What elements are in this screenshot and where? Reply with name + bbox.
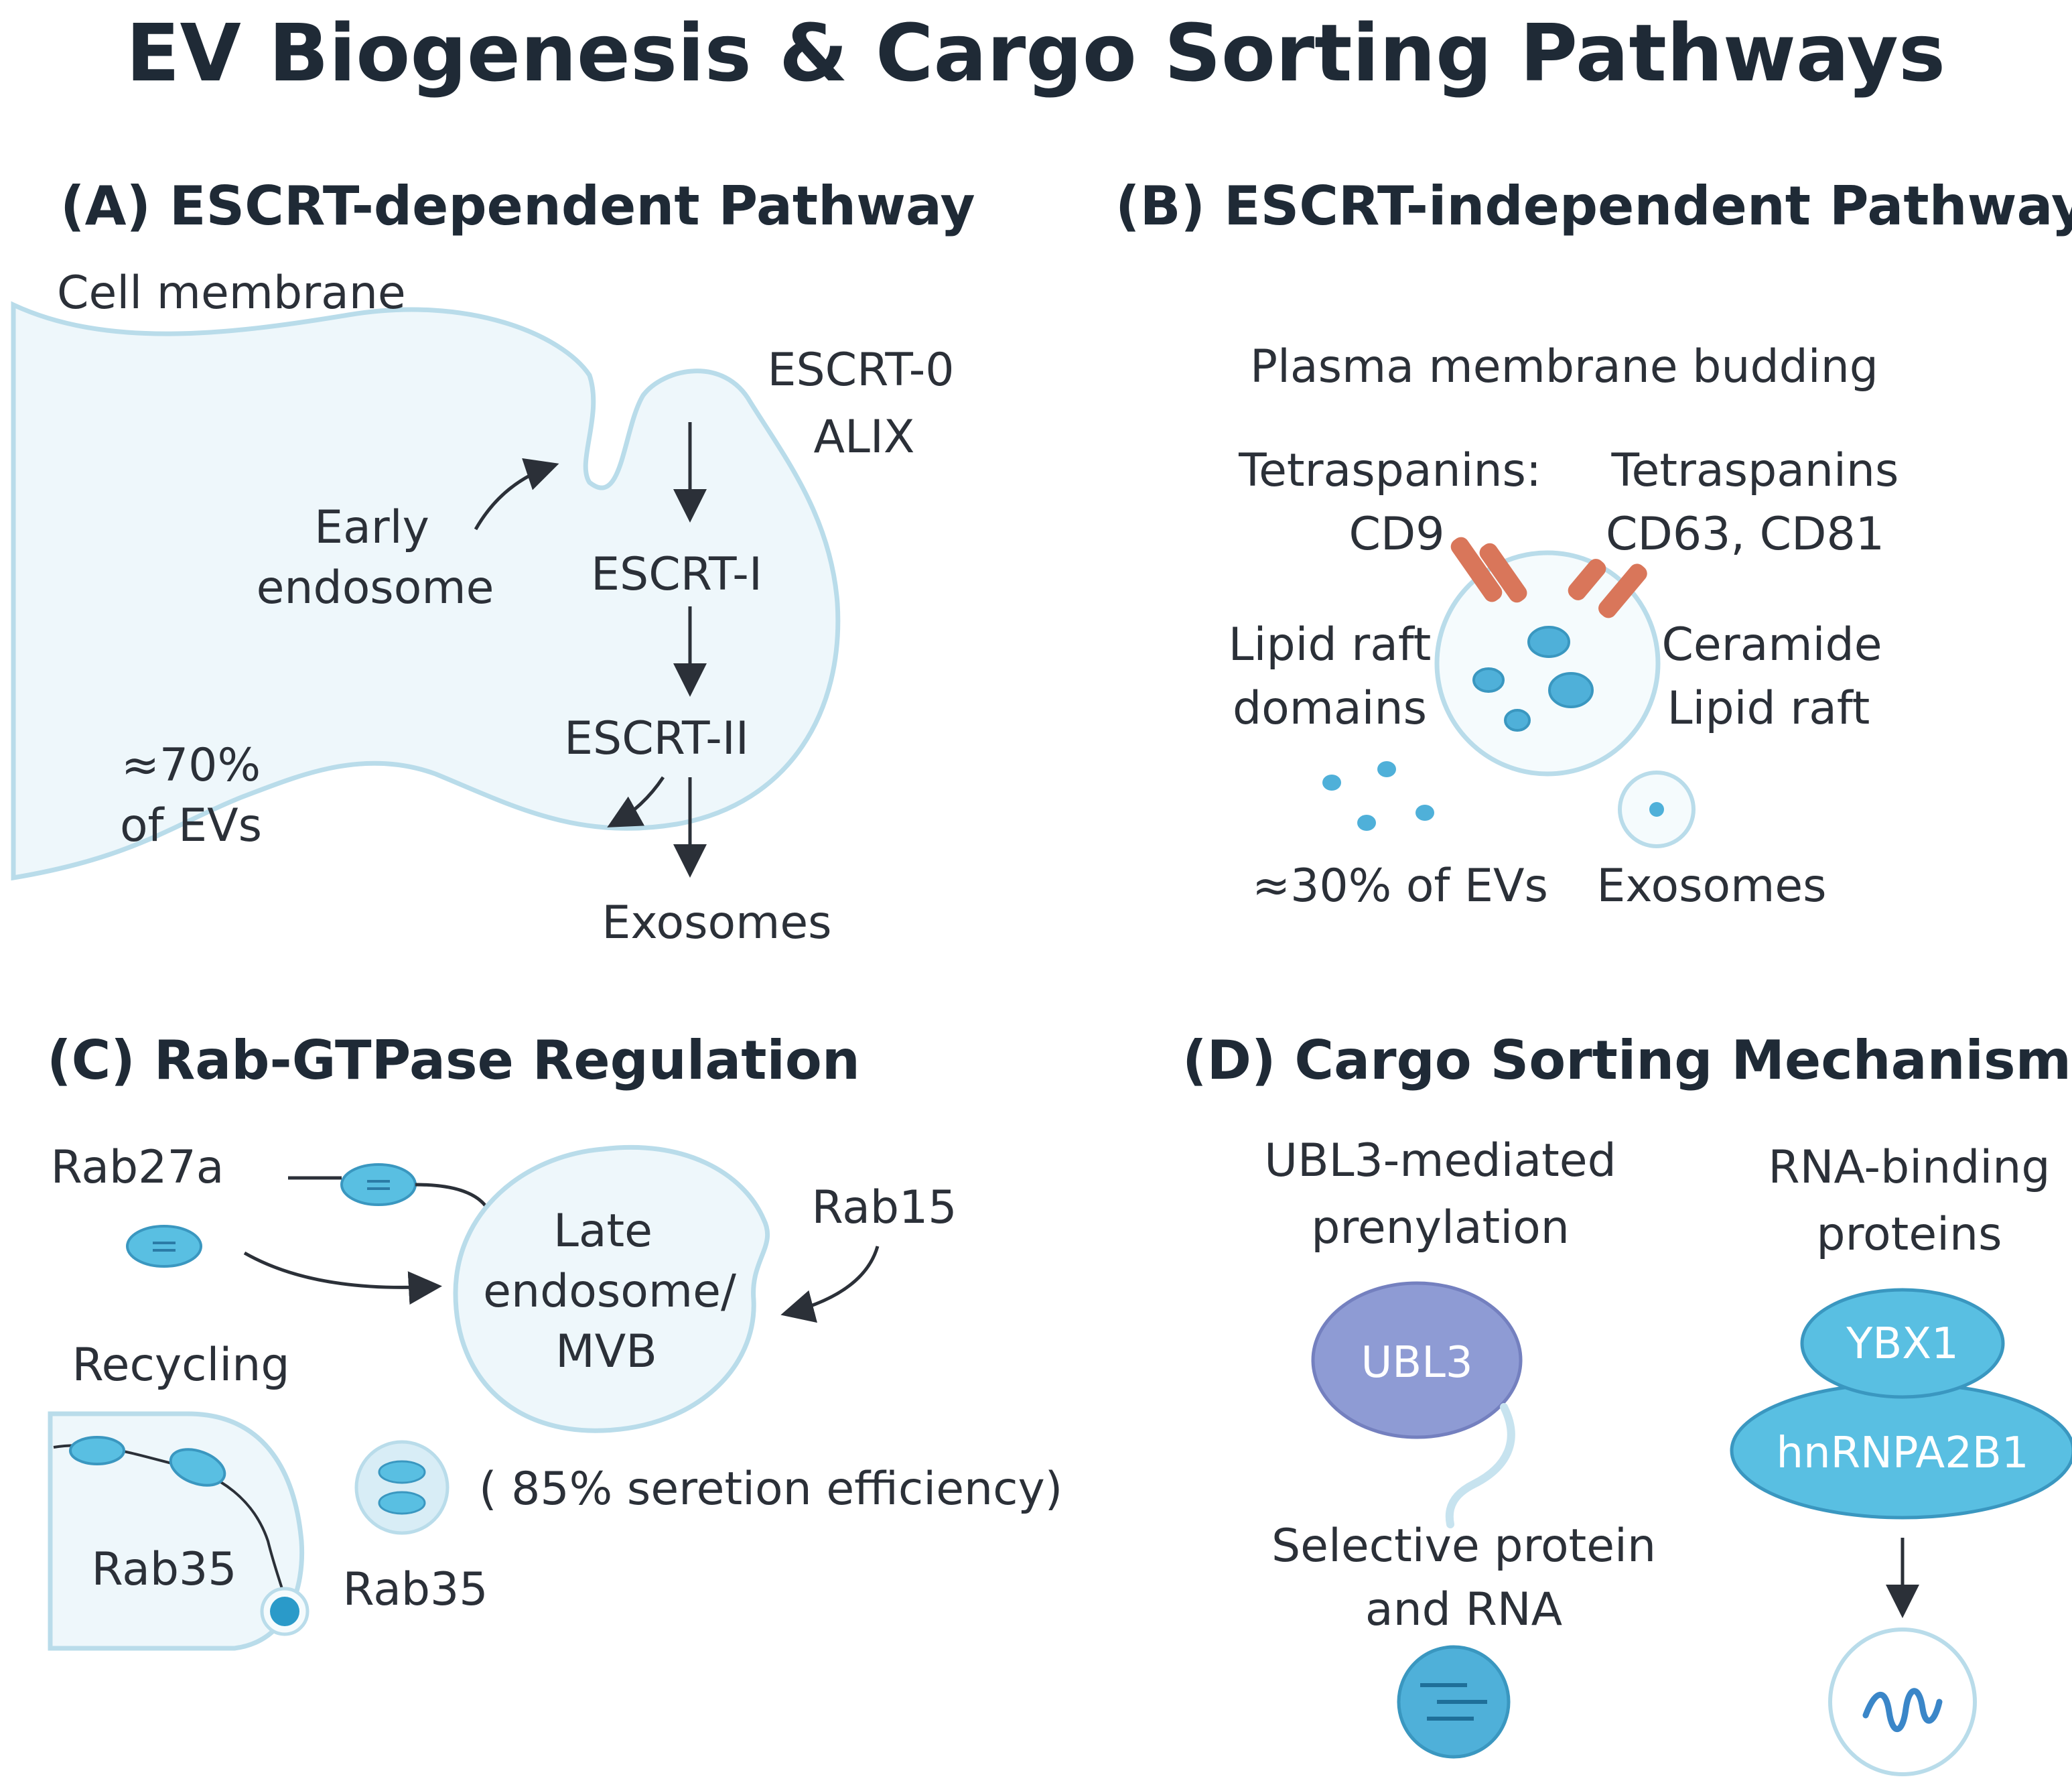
- ev-dot: [1322, 775, 1341, 791]
- plasma-budding-label: Plasma membrane budding: [1250, 340, 1878, 393]
- selective-protein-label: Selective protein: [1271, 1520, 1656, 1573]
- escrt1-label: ESCRT-I: [591, 548, 762, 601]
- rab15-label: Rab15: [811, 1181, 957, 1234]
- arrow-escrt2-side: [607, 776, 665, 827]
- escrt0-label: ESCRT-0: [767, 344, 954, 397]
- recycling-compartment: [48, 1411, 305, 1651]
- early-label: Early: [314, 501, 429, 554]
- exosomes-a-label: Exosomes: [602, 897, 831, 949]
- arrow-early-endosome: [474, 458, 559, 531]
- secretion-vesicle: [354, 1440, 450, 1535]
- prenylation-label: prenylation: [1311, 1201, 1570, 1254]
- cd63-cd81-label: CD63, CD81: [1606, 508, 1884, 561]
- rab35-label-2: Rab35: [342, 1563, 488, 1616]
- lipid-raft-label: Lipid raft: [1229, 618, 1432, 671]
- rna-strand-icon: [1862, 1688, 1943, 1733]
- vesicle-cargo-dot: [1548, 672, 1594, 708]
- panel-c-title: (C) Rab-GTPase Regulation: [47, 1029, 860, 1091]
- ubl3-protein: [1311, 1281, 1523, 1439]
- arrow-rab15-to-mvb: [780, 1246, 880, 1323]
- ev-dot: [1415, 805, 1434, 821]
- panel-a-title: (A) ESCRT-dependent Pathway: [60, 175, 975, 237]
- rna-binding-label: RNA-binding: [1768, 1141, 2050, 1194]
- and-rna-label: and RNA: [1365, 1583, 1562, 1636]
- rab27a-label: Rab27a: [51, 1141, 224, 1194]
- rab35-label-1: Rab35: [91, 1543, 236, 1596]
- exosome-core-dot: [1649, 802, 1664, 817]
- secretion-efficiency-label: ( 85% seretion efficiency): [479, 1463, 1062, 1516]
- hnrnpa2b1-label: hnRNPA2B1: [1776, 1429, 2028, 1478]
- cell-membrane-shape: [11, 301, 841, 881]
- rab35-bud-core: [270, 1597, 299, 1626]
- tetraspanin-cd63-marker: [1568, 559, 1606, 600]
- panel-b: (B) ESCRT-independent Pathway Plasma mem…: [1115, 175, 2072, 913]
- panel-d: (D) Cargo Sorting Mechanisms UBL3-mediat…: [1182, 1029, 2072, 1776]
- rab27a-vesicle: [126, 1225, 202, 1268]
- late-label: Late: [553, 1205, 652, 1258]
- ubl3-mediated-label: UBL3-mediated: [1264, 1134, 1616, 1187]
- pct-30-label: ≈30% of EVs: [1252, 860, 1548, 913]
- vesicle-cargo-dot: [1504, 709, 1531, 732]
- endosome-c-label: endosome/: [483, 1265, 736, 1318]
- cd9-label: CD9: [1349, 508, 1444, 561]
- ev-dot: [1357, 815, 1376, 831]
- panel-a: (A) ESCRT-dependent Pathway Cell membran…: [11, 175, 975, 949]
- arrow-rab27a-to-mvb: [243, 1251, 442, 1305]
- ubl3-label: UBL3: [1361, 1338, 1472, 1388]
- main-title: EV Biogenesis & Cargo Sorting Pathways: [126, 7, 1945, 99]
- tetraspanin-cd81-marker: [1598, 563, 1647, 618]
- ybx1-protein: [1800, 1288, 2005, 1399]
- proteins-label: proteins: [1816, 1208, 2002, 1261]
- panel-b-title: (B) ESCRT-independent Pathway: [1115, 175, 2072, 237]
- recycling-label: Recycling: [72, 1339, 289, 1392]
- secretion-cargo: [378, 1460, 426, 1484]
- escrt2-label: ESCRT-II: [564, 712, 749, 765]
- recycling-vesicle: [169, 1448, 226, 1487]
- vesicle-cargo-dot: [1472, 667, 1505, 693]
- rab27a-tether-line-2: [415, 1183, 487, 1207]
- mvb-label: MVB: [555, 1325, 657, 1378]
- exosomes-b-label: Exosomes: [1596, 860, 1826, 913]
- late-endosome-mvb: [453, 1144, 770, 1433]
- vesicle-cargo-dot: [1527, 626, 1570, 658]
- panel-d-title: (D) Cargo Sorting Mechanisms: [1182, 1029, 2072, 1091]
- panel-c: (C) Rab-GTPase Regulation Rab27a Late en…: [47, 1029, 1062, 1651]
- rna-vesicle: [1828, 1628, 1977, 1776]
- tetraspanin-cd9-marker-2: [1479, 543, 1527, 603]
- ybx1-label: YBX1: [1846, 1319, 1959, 1369]
- tetraspanin-cd9-marker: [1450, 537, 1503, 602]
- alix-label: ALIX: [813, 411, 914, 464]
- ceramide-label: Ceramide: [1661, 618, 1882, 671]
- domains-label: domains: [1233, 682, 1427, 735]
- ev-dot: [1377, 761, 1396, 777]
- endosome-a-label: endosome: [257, 561, 494, 614]
- tetraspanins-cd9-label: Tetraspanins:: [1238, 444, 1541, 497]
- tetraspanins-cd63-label: Tetraspanins: [1611, 444, 1899, 497]
- rab27a-vesicle-2: [340, 1163, 417, 1206]
- recycling-vesicle: [69, 1436, 125, 1465]
- pct-70-label: ≈70%: [121, 739, 261, 792]
- secretion-cargo: [378, 1491, 426, 1515]
- lipid-raft-2-label: Lipid raft: [1667, 682, 1870, 735]
- of-evs-a-label: of EVs: [120, 799, 262, 852]
- cell-membrane-label: Cell membrane: [57, 267, 406, 320]
- prenyl-tail: [1445, 1403, 1515, 1528]
